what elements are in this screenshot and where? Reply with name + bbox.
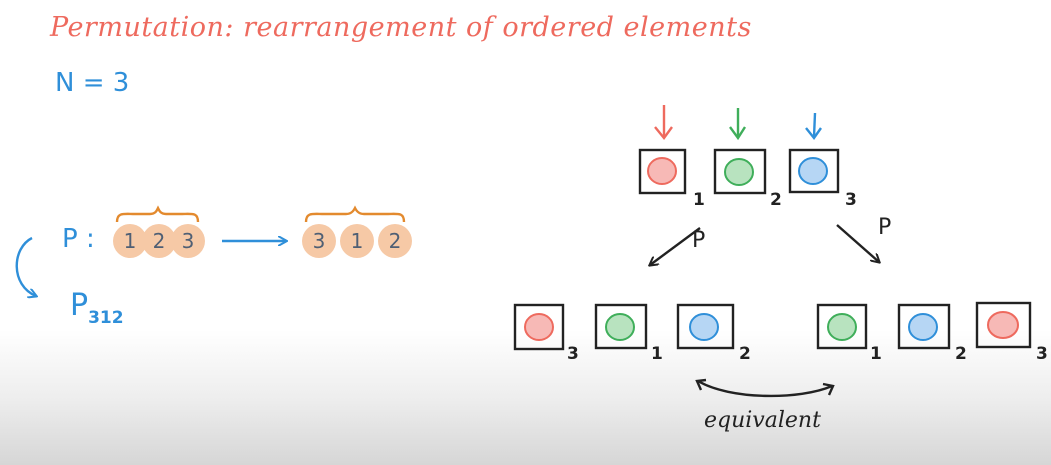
right-box-blue — [897, 303, 951, 350]
source-pill-2: 2 — [142, 224, 176, 258]
equivalent-label: equivalent — [704, 408, 821, 433]
right-subscript-1: 1 — [870, 344, 882, 364]
left-subscript-2: 1 — [651, 344, 663, 364]
right-arrow-label: P — [878, 215, 892, 240]
right-diagonal-arrow — [836, 224, 879, 262]
right-box-red — [975, 301, 1032, 349]
top-subscript-3: 3 — [845, 190, 857, 210]
left-subscript-1: 3 — [567, 344, 579, 364]
left-box-green — [594, 303, 648, 350]
right-subscript-2: 2 — [955, 344, 967, 364]
permutation-subscript: 312 — [88, 308, 124, 328]
target-pill-2: 1 — [340, 224, 374, 258]
permutation-prefix: P : — [62, 224, 95, 254]
blue-down-arrow — [812, 112, 817, 138]
top-box-red — [638, 148, 687, 195]
right-box-green — [816, 303, 868, 350]
top-subscript-1: 1 — [693, 190, 705, 210]
n-equals-label: N = 3 — [55, 68, 130, 98]
brace-source — [115, 205, 200, 223]
target-pill-3: 2 — [378, 224, 412, 258]
top-box-green — [713, 148, 767, 195]
permutation-symbol: P312 — [70, 288, 124, 328]
right-subscript-3: 3 — [1036, 344, 1048, 364]
source-pill-1: 1 — [113, 224, 147, 258]
left-diagonal-arrow — [650, 227, 701, 265]
left-box-blue — [676, 303, 735, 350]
target-pill-1: 3 — [302, 224, 336, 258]
source-pill-3: 3 — [171, 224, 205, 258]
curved-blue-arrow — [15, 236, 36, 296]
brace-target — [304, 205, 406, 223]
equivalence-arrow — [697, 379, 833, 398]
left-box-red — [513, 303, 565, 351]
title: Permutation: rearrangement of ordered el… — [50, 12, 752, 43]
top-box-blue — [788, 148, 840, 194]
left-arrow-label: P — [692, 228, 706, 253]
left-subscript-3: 2 — [739, 344, 751, 364]
top-subscript-2: 2 — [770, 190, 782, 210]
permutation-symbol-letter: P — [70, 288, 89, 323]
